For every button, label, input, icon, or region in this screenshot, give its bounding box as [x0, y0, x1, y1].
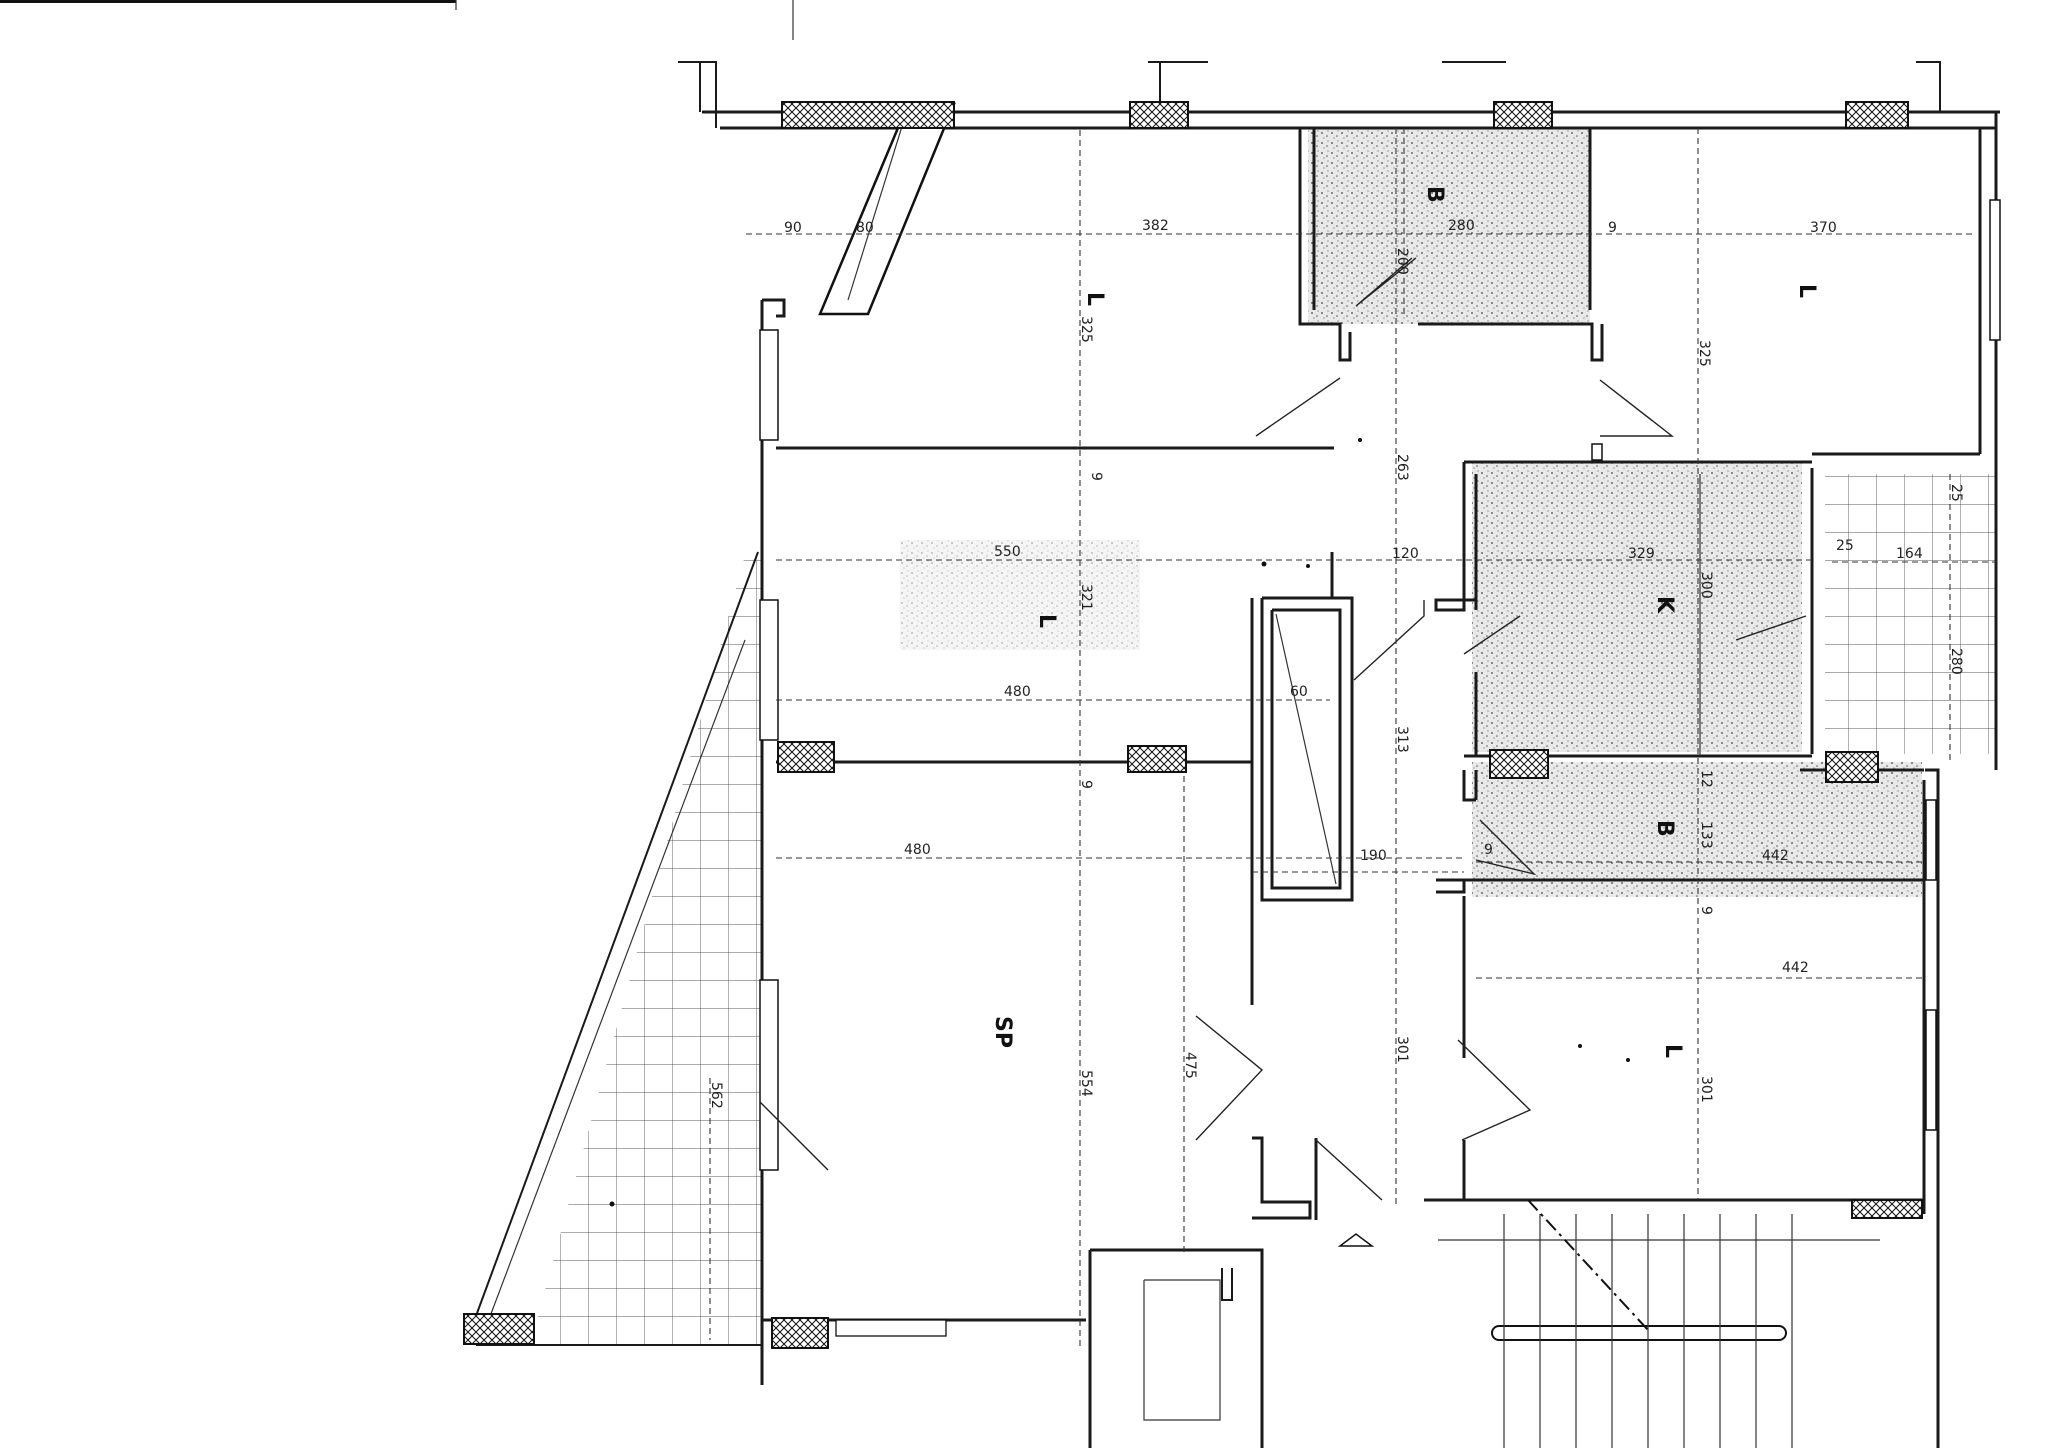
dim-60: 60 [1290, 684, 1308, 700]
room-label-k: K [1652, 596, 1677, 614]
dim-9-b2: 9 [1484, 842, 1493, 858]
dim-442-upper: 442 [1762, 848, 1789, 864]
room-label-l3: L [1034, 614, 1059, 628]
dim-301-right: 301 [1698, 1076, 1714, 1103]
dim-9-sp: 9 [1078, 780, 1094, 789]
dim-190: 190 [1360, 848, 1387, 864]
dim-325-right: 325 [1696, 340, 1712, 367]
dim-562: 562 [708, 1082, 724, 1109]
dim-25-vert: 25 [1948, 484, 1964, 502]
room-label-l1: L [1082, 292, 1107, 306]
dim-480-lower: 480 [904, 842, 931, 858]
room-label-l4: L [1660, 1044, 1685, 1058]
dim-80: 80 [856, 220, 874, 236]
dim-25-horiz: 25 [1836, 538, 1854, 554]
dim-301-left: 301 [1394, 1036, 1410, 1063]
dim-90: 90 [784, 220, 802, 236]
dim-200: 200 [1394, 248, 1410, 275]
dim-164: 164 [1896, 546, 1923, 562]
dim-300: 300 [1698, 572, 1714, 599]
dim-313: 313 [1394, 726, 1410, 753]
dim-442-lower: 442 [1782, 960, 1809, 976]
dim-480-upper: 480 [1004, 684, 1031, 700]
dim-370: 370 [1810, 220, 1837, 236]
dim-9-top: 9 [1608, 220, 1617, 236]
room-label-sp: SP [990, 1016, 1015, 1048]
dim-280-right: 280 [1948, 648, 1964, 675]
room-label-b1: B [1422, 186, 1447, 203]
dim-382: 382 [1142, 218, 1169, 234]
dim-9-mid: 9 [1088, 472, 1104, 481]
room-label-b2: B [1652, 820, 1677, 837]
dim-554: 554 [1078, 1070, 1094, 1097]
dim-321: 321 [1078, 584, 1094, 611]
dim-550: 550 [994, 544, 1021, 560]
dim-263: 263 [1394, 454, 1410, 481]
dim-120: 120 [1392, 546, 1419, 562]
dim-133: 133 [1698, 822, 1714, 849]
dim-329: 329 [1628, 546, 1655, 562]
dim-280-top: 280 [1448, 218, 1475, 234]
dim-9-l4: 9 [1698, 906, 1714, 915]
dim-12: 12 [1698, 770, 1714, 788]
room-label-l2: L [1794, 284, 1819, 298]
scan-edge-line [0, 0, 456, 3]
dim-325-left: 325 [1078, 316, 1094, 343]
dim-475: 475 [1182, 1052, 1198, 1079]
